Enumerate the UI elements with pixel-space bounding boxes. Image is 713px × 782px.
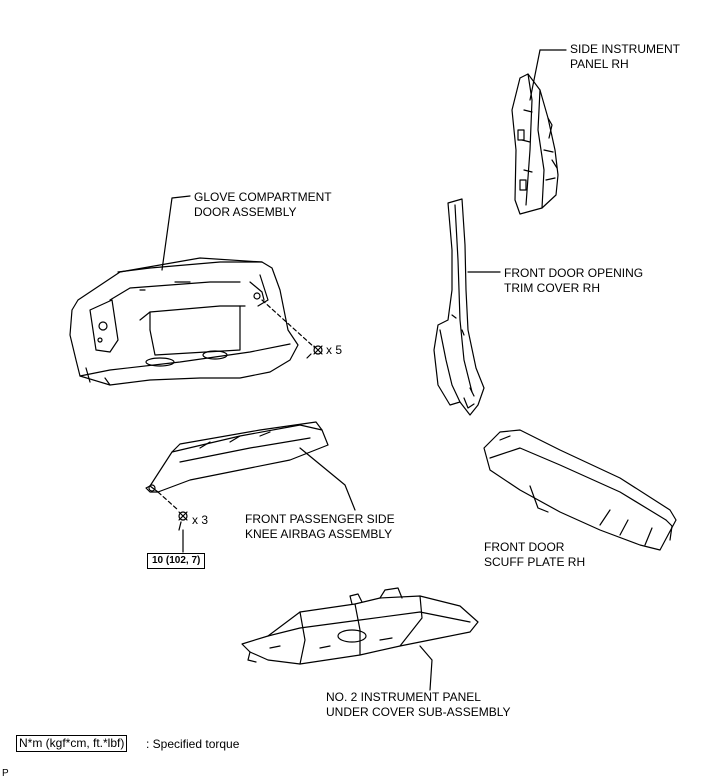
under-cover-part: [241, 587, 479, 665]
label-line: PANEL RH: [570, 57, 629, 71]
scuff-plate-label: FRONT DOOR SCUFF PLATE RH: [484, 540, 585, 570]
label-line: FRONT PASSENGER SIDE: [245, 512, 395, 526]
airbag-screw-count: x 3: [192, 513, 209, 527]
label-line: FRONT DOOR OPENING: [504, 266, 644, 280]
footer-code: P: [2, 768, 9, 779]
label-line: SIDE INSTRUMENT: [570, 42, 681, 56]
front-door-opening-label: FRONT DOOR OPENING TRIM COVER RH: [504, 266, 643, 296]
front-door-scuff-plate-part: [483, 429, 677, 551]
label-line: SCUFF PLATE RH: [484, 555, 586, 569]
leader-knee-airbag: [299, 447, 356, 511]
side-instrument-panel-part: [511, 73, 559, 215]
label-line: DOOR ASSEMBLY: [194, 205, 297, 219]
legend-description: : Specified torque: [146, 737, 240, 751]
glove-screw-guide-line: [261, 299, 315, 348]
side-instrument-panel-label: SIDE INSTRUMENT PANEL RH: [570, 42, 680, 72]
label-line: KNEE AIRBAG ASSEMBLY: [245, 527, 393, 541]
glove-compartment-door-part: [69, 257, 299, 386]
label-line: UNDER COVER SUB-ASSEMBLY: [326, 705, 511, 719]
label-line: TRIM COVER RH: [504, 281, 600, 295]
leader-side-instrument-2: [529, 49, 541, 101]
knee-airbag-label: FRONT PASSENGER SIDE KNEE AIRBAG ASSEMBL…: [245, 512, 395, 542]
leader-scuff-plate: [529, 485, 549, 513]
label-line: FRONT DOOR: [484, 540, 565, 554]
legend-unit-box: N*m (kgf*cm, ft.*lbf): [16, 735, 128, 752]
torque-spec-box: 10 (102, 7): [147, 553, 206, 569]
label-line: GLOVE COMPARTMENT: [194, 190, 332, 204]
leader-under-cover: [419, 645, 433, 691]
under-cover-label: NO. 2 INSTRUMENT PANEL UNDER COVER SUB-A…: [326, 690, 510, 720]
front-door-opening-trim-cover-part: [433, 198, 485, 416]
glove-compartment-label: GLOVE COMPARTMENT DOOR ASSEMBLY: [194, 190, 332, 220]
leader-glove-compartment: [161, 195, 191, 271]
knee-airbag-part: [145, 421, 329, 493]
airbag-screw-guide-line: [157, 491, 179, 511]
airbag-screw-icon: [178, 511, 188, 531]
glove-screw-icon: [306, 345, 323, 359]
glove-screw-count: x 5: [326, 343, 343, 357]
label-line: NO. 2 INSTRUMENT PANEL: [326, 690, 481, 704]
